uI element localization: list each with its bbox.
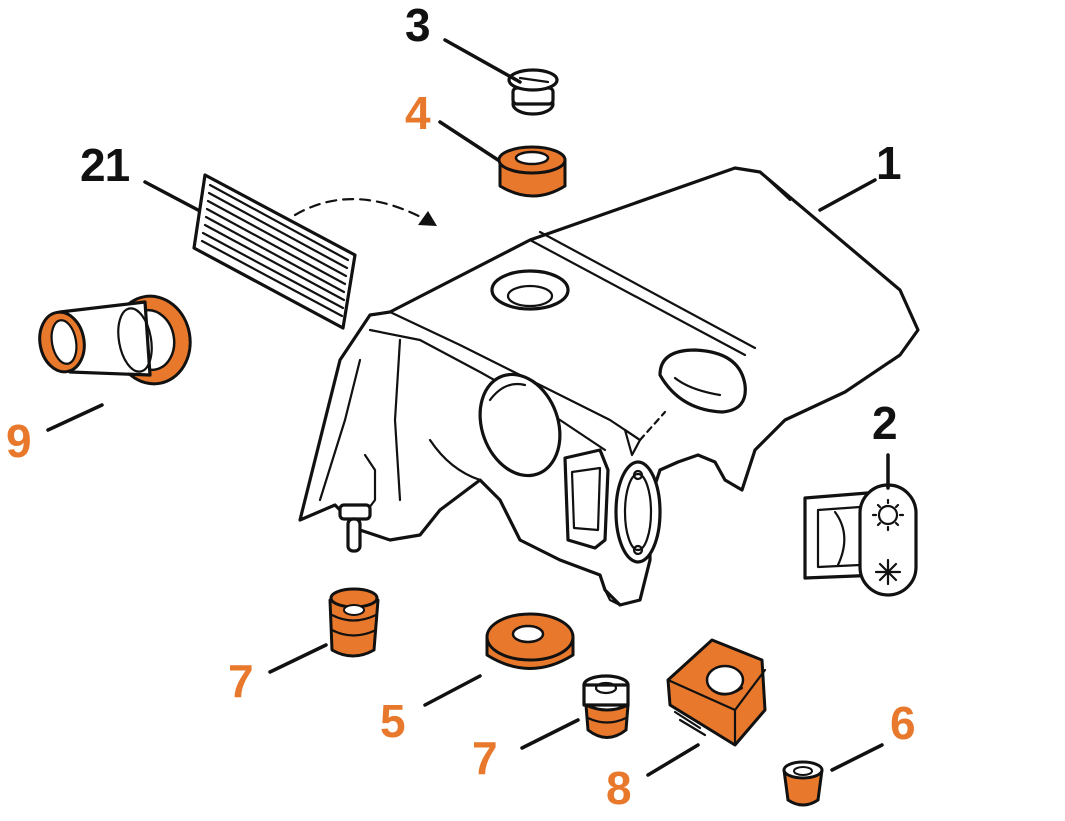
bushing-part-6	[782, 760, 824, 807]
grommet-part-4	[497, 145, 567, 198]
callout-7a: 7	[228, 655, 254, 707]
callout-6: 6	[890, 697, 916, 749]
callout-9: 9	[6, 415, 32, 467]
callout-8: 8	[606, 762, 632, 814]
buffer-part-7b	[582, 674, 630, 739]
switch-part-2	[803, 483, 918, 597]
leader-lines	[46, 38, 890, 777]
filter-screen-part-21	[192, 173, 437, 330]
buffer-part-7a	[328, 587, 380, 658]
callout-1: 1	[876, 137, 902, 189]
callout-3: 3	[405, 0, 431, 51]
callout-21: 21	[80, 139, 130, 191]
callout-4: 4	[405, 87, 431, 139]
callout-2: 2	[872, 397, 898, 449]
ring-part-5	[485, 612, 575, 670]
callout-5: 5	[380, 695, 406, 747]
mount-block-part-8	[666, 638, 767, 747]
cap-part-3	[507, 68, 559, 116]
sleeve-part-9	[38, 294, 192, 386]
callout-7b: 7	[472, 732, 498, 784]
shroud-cover-part-1	[298, 166, 920, 607]
